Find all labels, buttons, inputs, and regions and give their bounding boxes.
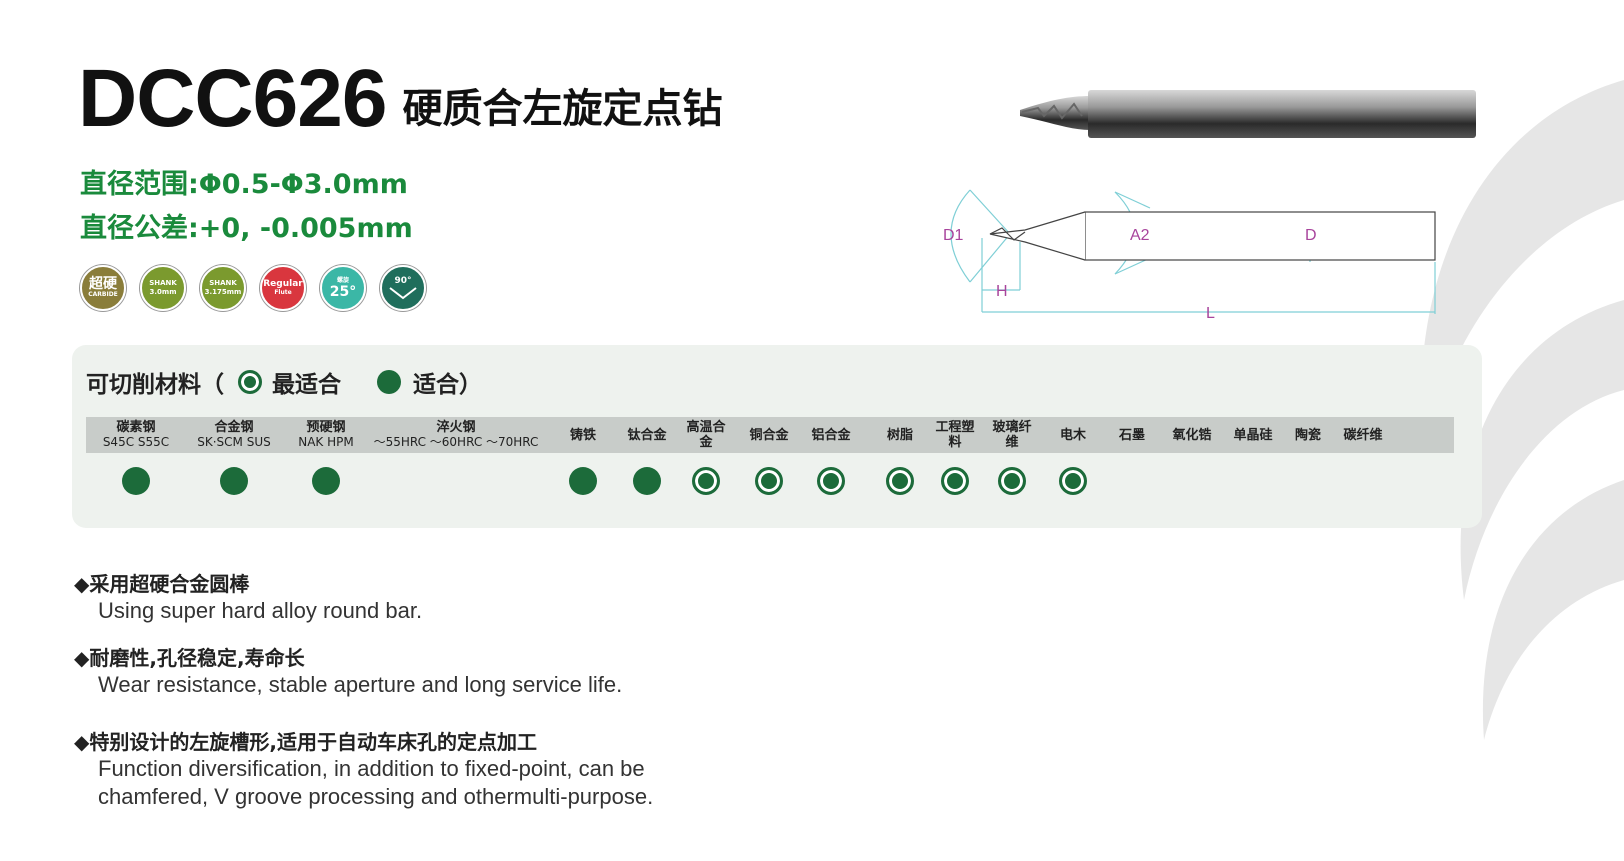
best-suited-dot-icon [1059, 467, 1087, 495]
suitable-dot-icon [377, 370, 401, 394]
best-suited-dot-icon [755, 467, 783, 495]
dim-d: D [1305, 227, 1317, 244]
legend-suitable-label: 适合） [413, 372, 482, 398]
materials-title: 可切削材料（ [86, 372, 224, 398]
material-name: 铝合金 [811, 427, 851, 443]
feature-desc: Using super hard alloy round bar. [98, 598, 423, 623]
material-name: 石墨 [1118, 427, 1145, 443]
material-column-header: 单晶硅 [1225, 417, 1281, 453]
diameter-range: 直径范围:Φ0.5-Φ3.0mm [80, 169, 408, 200]
product-name: 硬质合左旋定点钻 [402, 86, 723, 132]
dim-h: H [996, 283, 1008, 300]
material-column-header: 钛合金 [617, 417, 677, 453]
material-name: 玻璃纤维 [992, 420, 1032, 450]
feature-item: ◆特别设计的左旋槽形,适用于自动车床孔的定点加工 Function divers… [74, 726, 653, 811]
best-suited-dot-icon [886, 467, 914, 495]
v-angle-icon [389, 287, 417, 300]
material-column-header: 陶瓷 [1283, 417, 1333, 453]
suitable-dot-icon [569, 467, 597, 495]
material-column-header: 淬火钢～55HRC ～60HRC ～70HRC [371, 417, 541, 453]
material-name: 合金钢 [214, 420, 254, 435]
feature-title: ◆耐磨性,孔径稳定,寿命长 [74, 646, 305, 670]
feature-desc-line2: chamfered, V groove processing and other… [98, 784, 654, 809]
material-name: 工程塑料 [935, 420, 975, 450]
suitable-dot-icon [633, 467, 661, 495]
materials-legend: 可切削材料（ 最适合 适合） [86, 365, 482, 399]
material-column-header: 玻璃纤维 [987, 417, 1037, 453]
feature-badges: 超硬 CARBIDE SHANK 3.0mm SHANK 3.175mm Reg… [80, 265, 426, 311]
best-suited-dot-icon [941, 467, 969, 495]
material-column-header: 铸铁 [558, 417, 608, 453]
material-name: 电木 [1059, 427, 1086, 443]
material-name: 预硬钢 [306, 420, 346, 435]
feature-item: ◆采用超硬合金圆棒 Using super hard alloy round b… [74, 568, 422, 625]
material-grade: SK·SCM SUS [197, 435, 271, 449]
shank-3175-badge: SHANK 3.175mm [200, 265, 246, 311]
material-column-header: 树脂 [875, 417, 925, 453]
carbide-badge: 超硬 CARBIDE [80, 265, 126, 311]
shank-3-badge: SHANK 3.0mm [140, 265, 186, 311]
dim-d1: D1 [943, 227, 964, 244]
material-column-header: 碳纤维 [1333, 417, 1393, 453]
legend-best-label: 最适合 [272, 372, 341, 398]
point-angle-badge: 90° [380, 265, 426, 311]
material-column-header: 工程塑料 [930, 417, 980, 453]
dim-a2: A2 [1130, 227, 1150, 244]
material-name: 高温合金 [686, 420, 726, 450]
material-name: 钛合金 [627, 427, 667, 443]
best-suited-dot-icon [692, 467, 720, 495]
material-column-header: 石墨 [1107, 417, 1157, 453]
feature-title: ◆特别设计的左旋槽形,适用于自动车床孔的定点加工 [74, 730, 537, 754]
material-grade: NAK HPM [298, 435, 354, 449]
material-column-header: 铝合金 [801, 417, 861, 453]
feature-desc: Wear resistance, stable aperture and lon… [98, 672, 623, 697]
feature-desc: Function diversification, in addition to… [98, 756, 645, 781]
regular-flute-badge: Regular Flute [260, 265, 306, 311]
best-suited-dot-icon [998, 467, 1026, 495]
material-column-header: 高温合金 [681, 417, 731, 453]
material-grade: ～55HRC ～60HRC ～70HRC [373, 435, 539, 449]
decorative-swoosh [1420, 80, 1624, 740]
material-name: 碳素钢 [116, 420, 156, 435]
material-column-header: 氧化锆 [1164, 417, 1220, 453]
material-name: 树脂 [886, 427, 913, 443]
suitable-dot-icon [122, 467, 150, 495]
material-name: 单晶硅 [1233, 427, 1273, 443]
feature-item: ◆耐磨性,孔径稳定,寿命长 Wear resistance, stable ap… [74, 642, 622, 699]
material-name: 氧化锆 [1172, 427, 1212, 443]
technical-drawing: A1 D1 A2 D H L [943, 189, 1436, 322]
suitable-dot-icon [220, 467, 248, 495]
material-name: 碳纤维 [1343, 427, 1383, 443]
material-column-header: 电木 [1048, 417, 1098, 453]
feature-title: ◆采用超硬合金圆棒 [74, 572, 250, 596]
material-name: 陶瓷 [1294, 427, 1321, 443]
best-suited-dot-icon [817, 467, 845, 495]
material-name: 淬火钢 [436, 420, 476, 435]
dim-l: L [1206, 305, 1215, 322]
material-name: 铸铁 [569, 427, 596, 443]
best-suited-dot-icon [238, 370, 262, 394]
diameter-tolerance: 直径公差:+0, -0.005mm [80, 213, 413, 244]
material-grade: S45C S55C [102, 435, 170, 449]
suitable-dot-icon [312, 467, 340, 495]
material-name: 铜合金 [749, 427, 789, 443]
material-column-header: 铜合金 [739, 417, 799, 453]
drill-photo [1020, 90, 1476, 138]
helix-angle-badge: 螺旋 25° [320, 265, 366, 311]
model-number: DCC626 [78, 53, 387, 144]
